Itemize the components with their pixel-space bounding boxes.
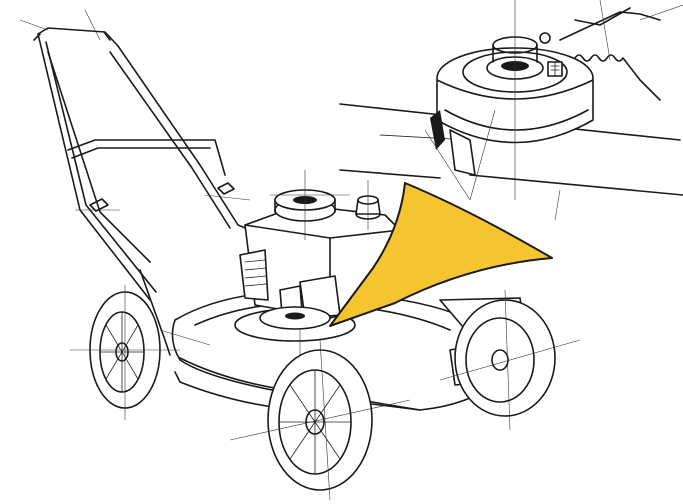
handle-grip-ends <box>33 31 111 41</box>
inset-construction-lines <box>424 0 683 221</box>
engine-construction-lines <box>270 170 369 240</box>
handle-control-cable <box>47 51 151 263</box>
front-right-axis-lines <box>439 289 581 431</box>
handle-grip-top <box>37 27 119 47</box>
handle-left-inner-rail <box>45 41 157 293</box>
handle-right-inner-rail <box>109 51 231 229</box>
handle-construction-lines <box>19 9 251 211</box>
engine-clutch-center <box>285 312 305 320</box>
wheel-front-right <box>439 289 581 431</box>
front-right-rim <box>465 317 535 403</box>
inset-lever-arm <box>574 7 631 26</box>
rear-left-axis-lines <box>70 285 180 420</box>
wheel-front-left <box>229 339 411 501</box>
handle-crossbar <box>67 139 226 176</box>
engine-fin-lines <box>244 259 267 287</box>
rear-left-spokes <box>99 311 145 393</box>
handle-wing-nut-left <box>89 198 109 212</box>
wheel-rear-left <box>70 285 180 420</box>
yellow-callout-arrow <box>329 182 553 327</box>
inset-blade-right-edge <box>469 174 683 196</box>
inset-pivot-bolt <box>539 32 551 44</box>
front-left-axis-lines <box>229 339 411 501</box>
clutch-inset <box>339 0 683 221</box>
front-left-spokes <box>278 369 352 475</box>
clutch-left-tab <box>430 110 445 150</box>
front-right-hub <box>491 349 509 371</box>
handle-wing-nut-right <box>217 182 235 195</box>
clutch-brake-pad <box>449 129 476 176</box>
inset-control-lever <box>559 11 661 41</box>
clutch-label-mark <box>550 61 560 77</box>
mower-handle <box>19 9 251 356</box>
handle-right-outer-rail <box>117 45 251 231</box>
clutch-collar-sides <box>492 44 538 63</box>
clutch-ridge <box>444 109 589 131</box>
inset-blade-lower-edge <box>339 169 441 179</box>
inset-return-spring <box>574 54 661 101</box>
engine-cooling-fins <box>239 249 269 301</box>
